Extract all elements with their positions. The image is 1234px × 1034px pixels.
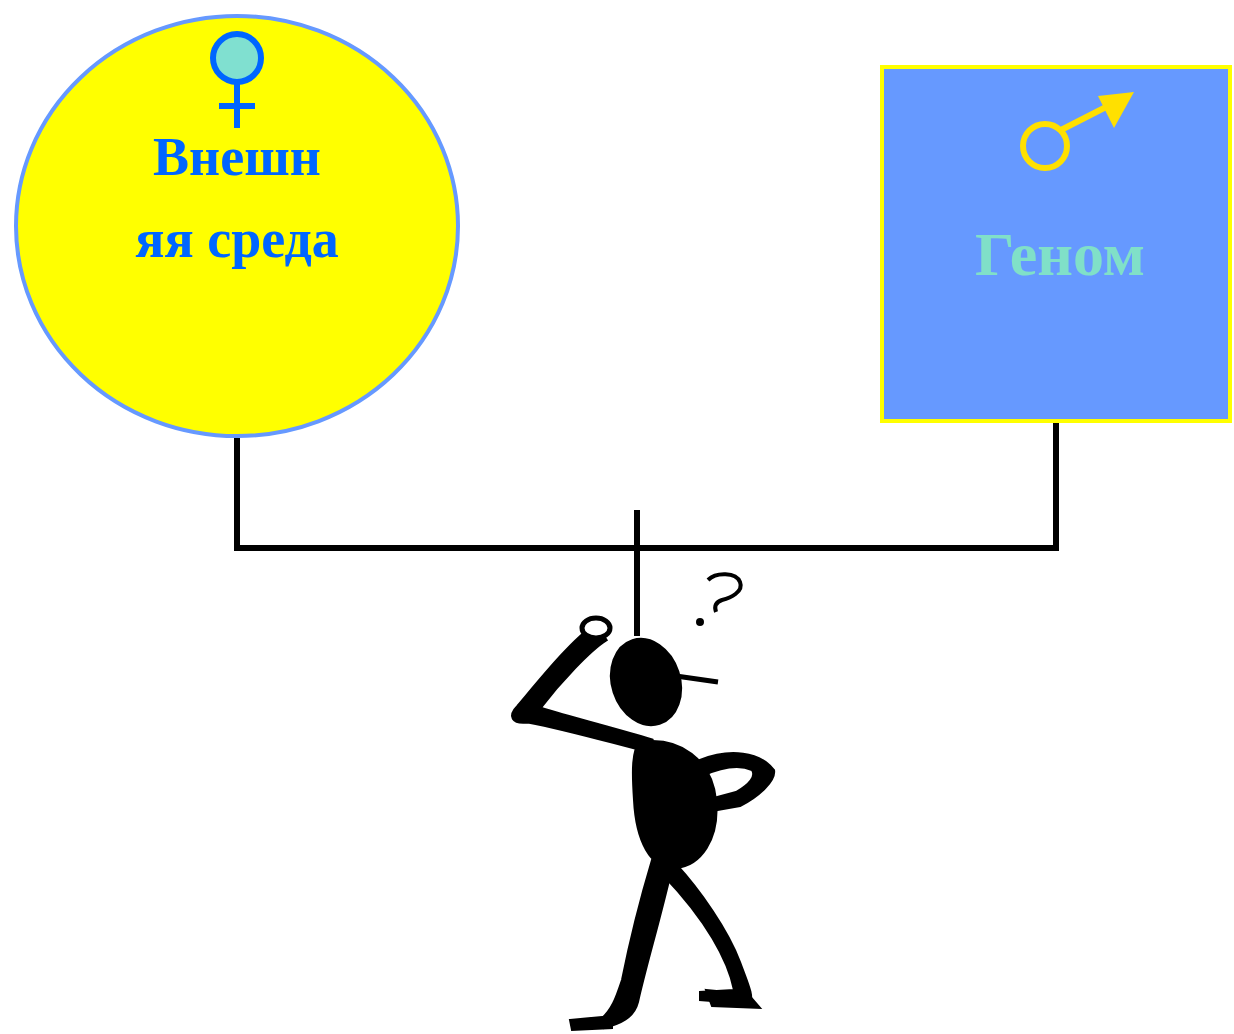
genome-box: Геном [880,65,1232,423]
environment-circle: Внешн яя среда [14,14,460,438]
node-label: Внешн яя среда [127,116,347,280]
female-symbol [213,34,261,128]
female-symbol-bar [219,103,255,109]
node-label: Геном [884,217,1234,291]
thinking-figure [513,574,775,1030]
female-symbol-stem [234,84,240,128]
figure-cigarette [676,676,718,682]
circle-shape [16,16,458,436]
figure-head [600,630,692,735]
question-mark-dot [697,619,703,625]
figure-right-leg [664,864,751,1004]
figure-raised-arm [513,624,652,752]
connector-line [237,423,1056,548]
figure-left-foot [570,1016,612,1030]
male-symbol-shaft [1061,106,1108,130]
junction-line [634,510,640,636]
question-mark-curve [708,574,741,612]
figure-left-leg [600,860,672,1028]
female-symbol-ring [213,34,261,82]
figure-body [633,741,717,868]
male-symbol-head [1098,92,1134,128]
figure-hip-arm [700,753,774,812]
figure-hand [582,618,610,638]
male-symbol-ring [1023,124,1067,168]
figure-right-foot [706,990,760,1008]
male-symbol [1023,92,1134,168]
